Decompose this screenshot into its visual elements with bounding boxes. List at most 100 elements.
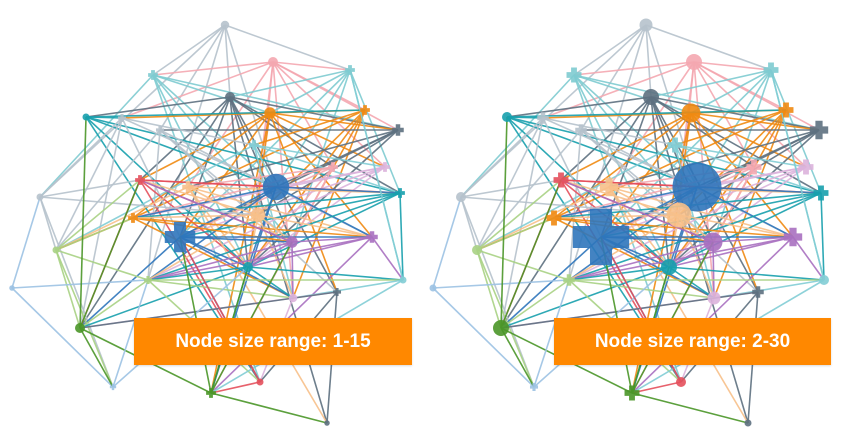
node-circle[interactable] [643,89,659,105]
node-circle[interactable] [220,20,230,30]
edge [631,381,682,394]
node-circle[interactable] [672,162,722,212]
edge [693,61,772,71]
node-circle[interactable] [243,262,253,272]
node-circle[interactable] [681,103,701,123]
edge [272,61,351,71]
node-cross[interactable] [109,383,117,391]
node-cross[interactable] [798,159,814,175]
edge [476,179,562,251]
node-circle[interactable] [456,192,466,202]
edge [85,116,277,188]
node-cross[interactable] [328,162,338,172]
edge [79,179,141,329]
node-cross[interactable] [529,382,539,392]
node-cross[interactable] [553,172,569,188]
node-cross[interactable] [366,231,378,243]
node-circle[interactable] [250,207,266,223]
edge [713,109,787,299]
edge [147,241,293,281]
node-cross[interactable] [135,175,145,185]
edge [631,241,714,394]
edge [476,186,610,251]
node-cross[interactable] [763,62,779,78]
node-cross[interactable] [395,188,405,198]
node-circle[interactable] [666,202,692,228]
edge [553,217,714,243]
node-cross[interactable] [546,210,562,226]
node-cross[interactable] [345,65,355,75]
node-cross[interactable] [182,181,194,193]
node-cross[interactable] [746,159,762,175]
edge [506,109,787,118]
edge [645,24,652,98]
edge [187,186,249,268]
node-cross[interactable] [360,105,370,115]
node-circle[interactable] [288,293,298,303]
node-circle[interactable] [744,419,752,427]
node-circle[interactable] [286,236,298,248]
node-circle[interactable] [661,259,677,275]
node-cross[interactable] [143,275,153,285]
node-cross[interactable] [117,113,127,123]
node-cross[interactable] [249,140,259,150]
node-cross[interactable] [332,287,342,297]
node-cross[interactable] [809,120,829,140]
node-cross[interactable] [155,125,165,135]
node-cross[interactable] [128,213,138,223]
node-circle[interactable] [676,377,686,387]
node-circle[interactable] [399,276,407,284]
edge [668,266,825,281]
node-cross[interactable] [778,102,794,118]
node-cross[interactable] [667,137,683,153]
node-cross[interactable] [752,286,764,298]
node-circle[interactable] [82,113,90,121]
node-circle[interactable] [472,245,482,255]
edge [139,96,231,181]
edge [500,327,535,388]
node-cross[interactable] [599,177,619,197]
node-circle[interactable] [819,275,829,285]
node-circle[interactable] [429,284,437,292]
node-circle[interactable] [703,232,723,252]
edge [690,112,807,168]
edge [79,266,249,329]
node-cross[interactable] [563,274,575,286]
edge [179,192,401,238]
edge [247,266,404,281]
node-circle[interactable] [75,323,85,333]
edge [85,96,231,118]
node-cross[interactable] [148,70,158,80]
edge [229,96,399,131]
node-circle[interactable] [256,378,264,386]
node-cross[interactable] [164,221,196,253]
edge [560,96,652,181]
node-cross[interactable] [380,162,390,172]
node-cross[interactable] [566,67,582,83]
node-circle[interactable] [268,57,278,67]
node-circle[interactable] [639,18,653,32]
node-circle[interactable] [707,291,721,305]
node-circle[interactable] [686,54,702,70]
node-circle[interactable] [262,173,290,201]
node-cross[interactable] [783,227,803,247]
node-circle[interactable] [36,193,44,201]
nodes [429,18,829,427]
node-circle[interactable] [52,246,60,254]
node-cross[interactable] [206,388,216,398]
node-circle[interactable] [502,112,512,122]
node-circle[interactable] [225,92,235,102]
node-circle[interactable] [264,107,276,119]
node-cross[interactable] [813,185,829,201]
node-cross[interactable] [537,112,549,124]
edge [269,69,351,114]
node-circle[interactable] [324,420,330,426]
edge [257,214,373,238]
node-cross[interactable] [392,124,404,136]
node-circle[interactable] [493,320,509,336]
edge [553,214,680,219]
node-cross[interactable] [624,385,640,401]
node-cross[interactable] [575,124,587,136]
node-cross[interactable] [572,208,630,266]
node-circle[interactable] [9,285,15,291]
